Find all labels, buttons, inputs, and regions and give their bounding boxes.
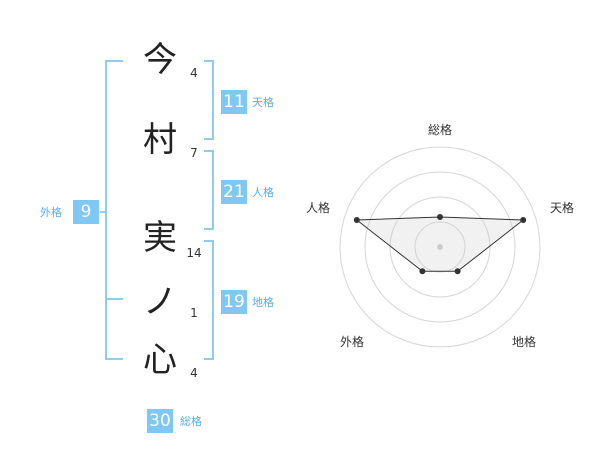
radar-center-dot [437,244,443,250]
radar-axis-label-gaikaku: 外格 [340,334,364,349]
chikaku-label: 地格 [252,296,274,309]
radar-points [353,214,527,275]
name-char-5: 心 [143,340,177,380]
stroke-count-5: 4 [190,366,198,380]
tenkaku-badge: 11 [221,90,247,114]
tenkaku-bracket-top [204,60,214,62]
chikaku-bracket [212,240,214,360]
tenkaku-label: 天格 [252,96,274,109]
radar-axis-label-soukaku: 総格 [428,122,452,137]
radar-axis-label-jinkaku: 人格 [306,200,330,215]
radar-axis-label-chikaku: 地格 [512,334,536,349]
radar-ring-1 [414,221,466,273]
soukaku-badge: 30 [147,409,173,433]
gaikaku-bracket [105,60,107,360]
stroke-count-4: 1 [190,306,198,320]
radar-ring-4 [339,146,541,348]
jinkaku-badge: 21 [221,180,247,204]
name-char-2: 村 [143,120,177,160]
jinkaku-bracket-top [204,150,214,152]
radar-point-5 [353,217,360,223]
gaikaku-bracket-mid [105,298,123,300]
name-char-1: 今 [143,40,177,80]
radar-point-2 [520,217,527,223]
gaikaku-bracket-top [105,60,123,62]
fortune-radar-chart: 総格 天格 地格 外格 人格 [306,122,574,349]
gaikaku-connector [100,211,107,213]
gaikaku-bracket-bottom [105,358,123,360]
radar-point-3 [454,268,461,275]
radar-point-4 [419,268,426,275]
radar-ring-2 [389,196,491,298]
chikaku-bracket-bottom [204,358,214,360]
jinkaku-label: 人格 [252,186,274,199]
stroke-count-3: 14 [186,246,202,260]
radar-ring-3 [364,171,516,323]
radar-axis-label-tenkaku: 天格 [550,200,574,215]
chikaku-bracket-top [204,240,214,242]
tenkaku-bracket [212,60,214,140]
gaikaku-badge: 9 [73,200,99,224]
chikaku-badge: 19 [221,290,247,314]
tenkaku-bracket-bottom [204,138,214,140]
name-char-4: ノ [143,282,177,322]
jinkaku-bracket-bottom [204,228,214,230]
gaikaku-label: 外格 [40,206,62,219]
jinkaku-bracket [212,150,214,230]
stroke-count-1: 4 [190,66,198,80]
soukaku-label: 総格 [180,415,202,428]
name-char-3: 実 [143,218,177,258]
stroke-count-2: 7 [190,146,198,160]
radar-rings [339,146,541,348]
radar-point-1 [437,214,443,220]
